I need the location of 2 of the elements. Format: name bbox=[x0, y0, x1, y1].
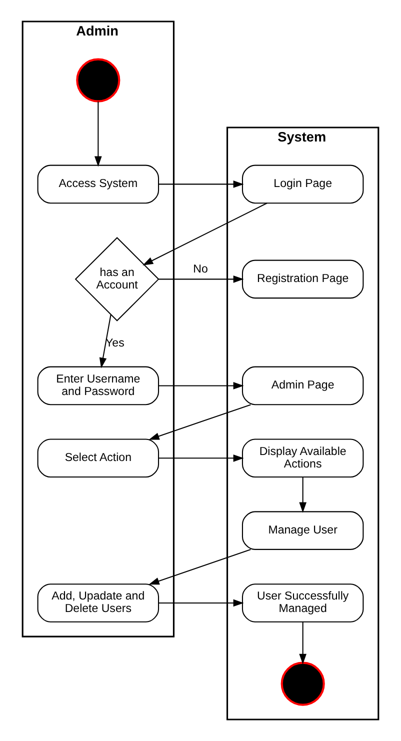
edge-label: Yes bbox=[106, 338, 124, 350]
edge-label: No bbox=[193, 264, 208, 276]
